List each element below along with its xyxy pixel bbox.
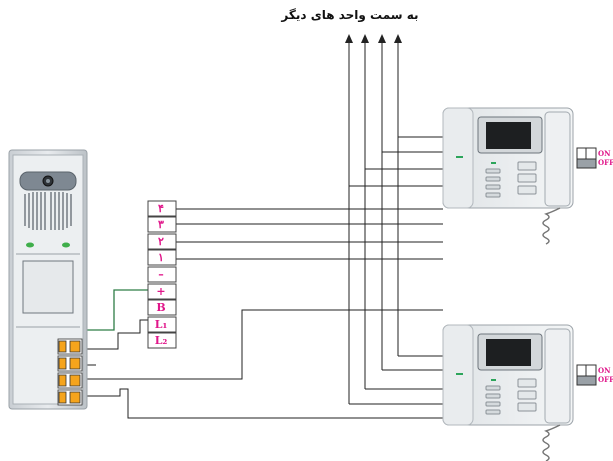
riser-wires xyxy=(349,136,443,405)
led-icon xyxy=(62,242,70,248)
terminal-label-3: ۳ xyxy=(158,218,164,231)
handset-cord-icon xyxy=(542,207,561,245)
arrow-heads xyxy=(345,34,402,43)
terminal-block xyxy=(147,200,177,349)
terminal-label-4: ۴ xyxy=(158,202,164,215)
terminal-label-2: ۲ xyxy=(158,235,164,248)
terminal-label-b: B xyxy=(156,301,166,314)
switch-top-on-label: ON xyxy=(598,149,611,158)
terminal-label-l1: L₁ xyxy=(154,318,168,331)
heading-to-other-units: به سمت واحد های دیگر xyxy=(281,8,419,22)
switch-top-off-label: OFF xyxy=(598,158,613,167)
switch-bottom-on-label: ON xyxy=(598,366,611,375)
door-panel xyxy=(8,149,88,410)
relay-terminals xyxy=(57,338,83,406)
video-monitor-top xyxy=(442,107,574,245)
name-card xyxy=(22,260,74,314)
handset-cord-icon xyxy=(542,424,561,461)
monitor-screen xyxy=(486,339,531,366)
terminal-label-l2: L₂ xyxy=(154,334,168,347)
terminal-wires xyxy=(176,208,443,260)
led-icon xyxy=(26,242,34,248)
terminal-label-minus: – xyxy=(158,268,164,281)
monitor-screen xyxy=(486,122,531,149)
dip-switch-top xyxy=(576,147,597,169)
dip-switch-bottom xyxy=(576,364,597,386)
speaker-grille-icon xyxy=(24,192,72,230)
terminal-label-plus: + xyxy=(156,285,166,298)
panel-wires xyxy=(80,309,443,419)
arrows-to-other-units xyxy=(348,42,399,404)
terminal-label-1: ۱ xyxy=(158,251,164,264)
video-monitor-bottom xyxy=(442,324,574,461)
switch-bottom-off-label: OFF xyxy=(598,375,613,384)
